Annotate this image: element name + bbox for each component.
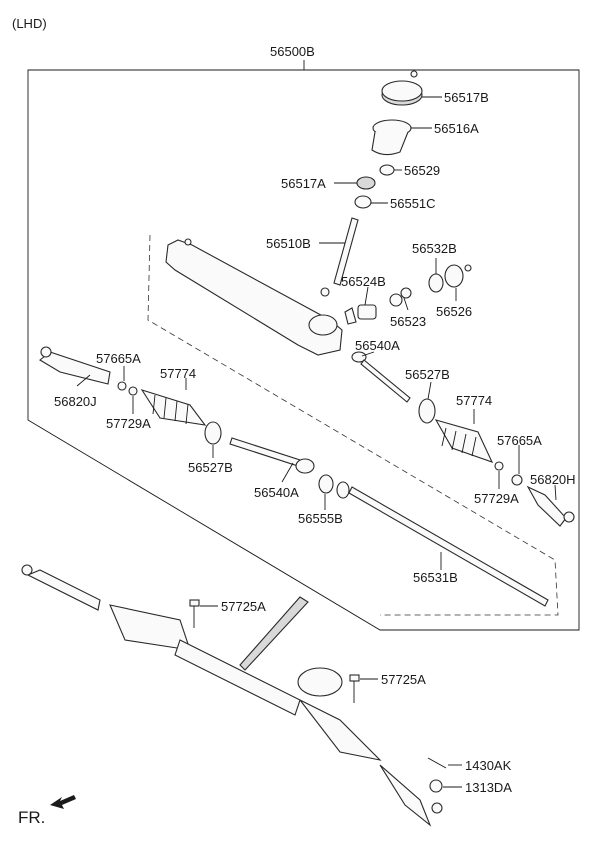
spring-part[interactable] bbox=[389, 287, 412, 307]
label-56555B[interactable]: 56555B bbox=[298, 511, 343, 526]
label-57725A-2[interactable]: 57725A bbox=[381, 672, 426, 687]
assembly-frame bbox=[27, 60, 580, 631]
pin-part[interactable] bbox=[427, 757, 447, 769]
rack-housing-part[interactable] bbox=[165, 238, 343, 356]
outer-tie-rod-end-right-part[interactable] bbox=[526, 485, 575, 527]
nut-left-part[interactable] bbox=[128, 386, 138, 396]
label-57729A-right[interactable]: 57729A bbox=[474, 491, 519, 506]
bolt-2-part[interactable] bbox=[349, 674, 360, 703]
label-56510B[interactable]: 56510B bbox=[266, 236, 311, 251]
label-56516A[interactable]: 56516A bbox=[434, 121, 479, 136]
label-56517A[interactable]: 56517A bbox=[281, 176, 326, 191]
inner-tie-rod-right-part[interactable] bbox=[351, 351, 411, 403]
washer-part[interactable] bbox=[356, 176, 376, 190]
assembly-label[interactable]: 56500B bbox=[270, 44, 315, 59]
label-57729A-left[interactable]: 57729A bbox=[106, 416, 151, 431]
label-56532B[interactable]: 56532B bbox=[412, 241, 457, 256]
front-arrow-icon bbox=[50, 795, 76, 809]
assembled-gear-view[interactable] bbox=[21, 564, 443, 827]
boot-right-part[interactable] bbox=[434, 419, 494, 463]
label-56527B-left[interactable]: 56527B bbox=[188, 460, 233, 475]
direction-arrow bbox=[239, 596, 309, 671]
label-56551C[interactable]: 56551C bbox=[390, 196, 436, 211]
locknut-part[interactable] bbox=[444, 264, 472, 288]
cap-part[interactable] bbox=[381, 70, 423, 106]
clamp-left-part[interactable] bbox=[204, 421, 222, 445]
clamp-right-part[interactable] bbox=[418, 398, 436, 424]
lhd-label: (LHD) bbox=[12, 16, 47, 31]
front-direction-label: FR. bbox=[18, 808, 45, 827]
label-56527B-right[interactable]: 56527B bbox=[405, 367, 450, 382]
adjust-plug-part[interactable] bbox=[428, 273, 444, 293]
label-57665A-right[interactable]: 57665A bbox=[497, 433, 542, 448]
label-56820J[interactable]: 56820J bbox=[54, 394, 97, 409]
leader-lines bbox=[76, 96, 557, 788]
seal-part[interactable] bbox=[379, 164, 395, 176]
label-56540A-right[interactable]: 56540A bbox=[355, 338, 400, 353]
label-57665A-left[interactable]: 57665A bbox=[96, 351, 141, 366]
label-56526[interactable]: 56526 bbox=[436, 304, 472, 319]
castle-nut-part[interactable] bbox=[429, 779, 443, 793]
pinion-shaft-part[interactable] bbox=[320, 217, 359, 297]
label-57774-right[interactable]: 57774 bbox=[456, 393, 492, 408]
label-56540A-left[interactable]: 56540A bbox=[254, 485, 299, 500]
label-57774-left[interactable]: 57774 bbox=[160, 366, 196, 381]
rack-bush-part[interactable] bbox=[318, 474, 350, 499]
band-left-part[interactable] bbox=[117, 381, 127, 391]
label-56820H[interactable]: 56820H bbox=[530, 472, 576, 487]
boot-left-part[interactable] bbox=[140, 389, 207, 426]
inner-tie-rod-left-part[interactable] bbox=[229, 437, 315, 474]
bearing-part[interactable] bbox=[354, 195, 372, 209]
label-56531B[interactable]: 56531B bbox=[413, 570, 458, 585]
bolt-1-part[interactable] bbox=[189, 599, 200, 628]
nut-right-part[interactable] bbox=[494, 461, 504, 471]
label-56524B[interactable]: 56524B bbox=[341, 274, 386, 289]
label-56523[interactable]: 56523 bbox=[390, 314, 426, 329]
label-57725A-1[interactable]: 57725A bbox=[221, 599, 266, 614]
outer-tie-rod-end-left-part[interactable] bbox=[39, 346, 111, 385]
housing-cover-part[interactable] bbox=[371, 119, 412, 156]
rack-bar-part[interactable] bbox=[348, 486, 549, 607]
label-1313DA[interactable]: 1313DA bbox=[465, 780, 512, 795]
yoke-part[interactable] bbox=[344, 304, 377, 325]
label-1430AK[interactable]: 1430AK bbox=[465, 758, 512, 773]
band-right-part[interactable] bbox=[511, 474, 523, 486]
subassembly-outline bbox=[147, 234, 559, 616]
label-56529[interactable]: 56529 bbox=[404, 163, 440, 178]
label-56517B[interactable]: 56517B bbox=[444, 90, 489, 105]
